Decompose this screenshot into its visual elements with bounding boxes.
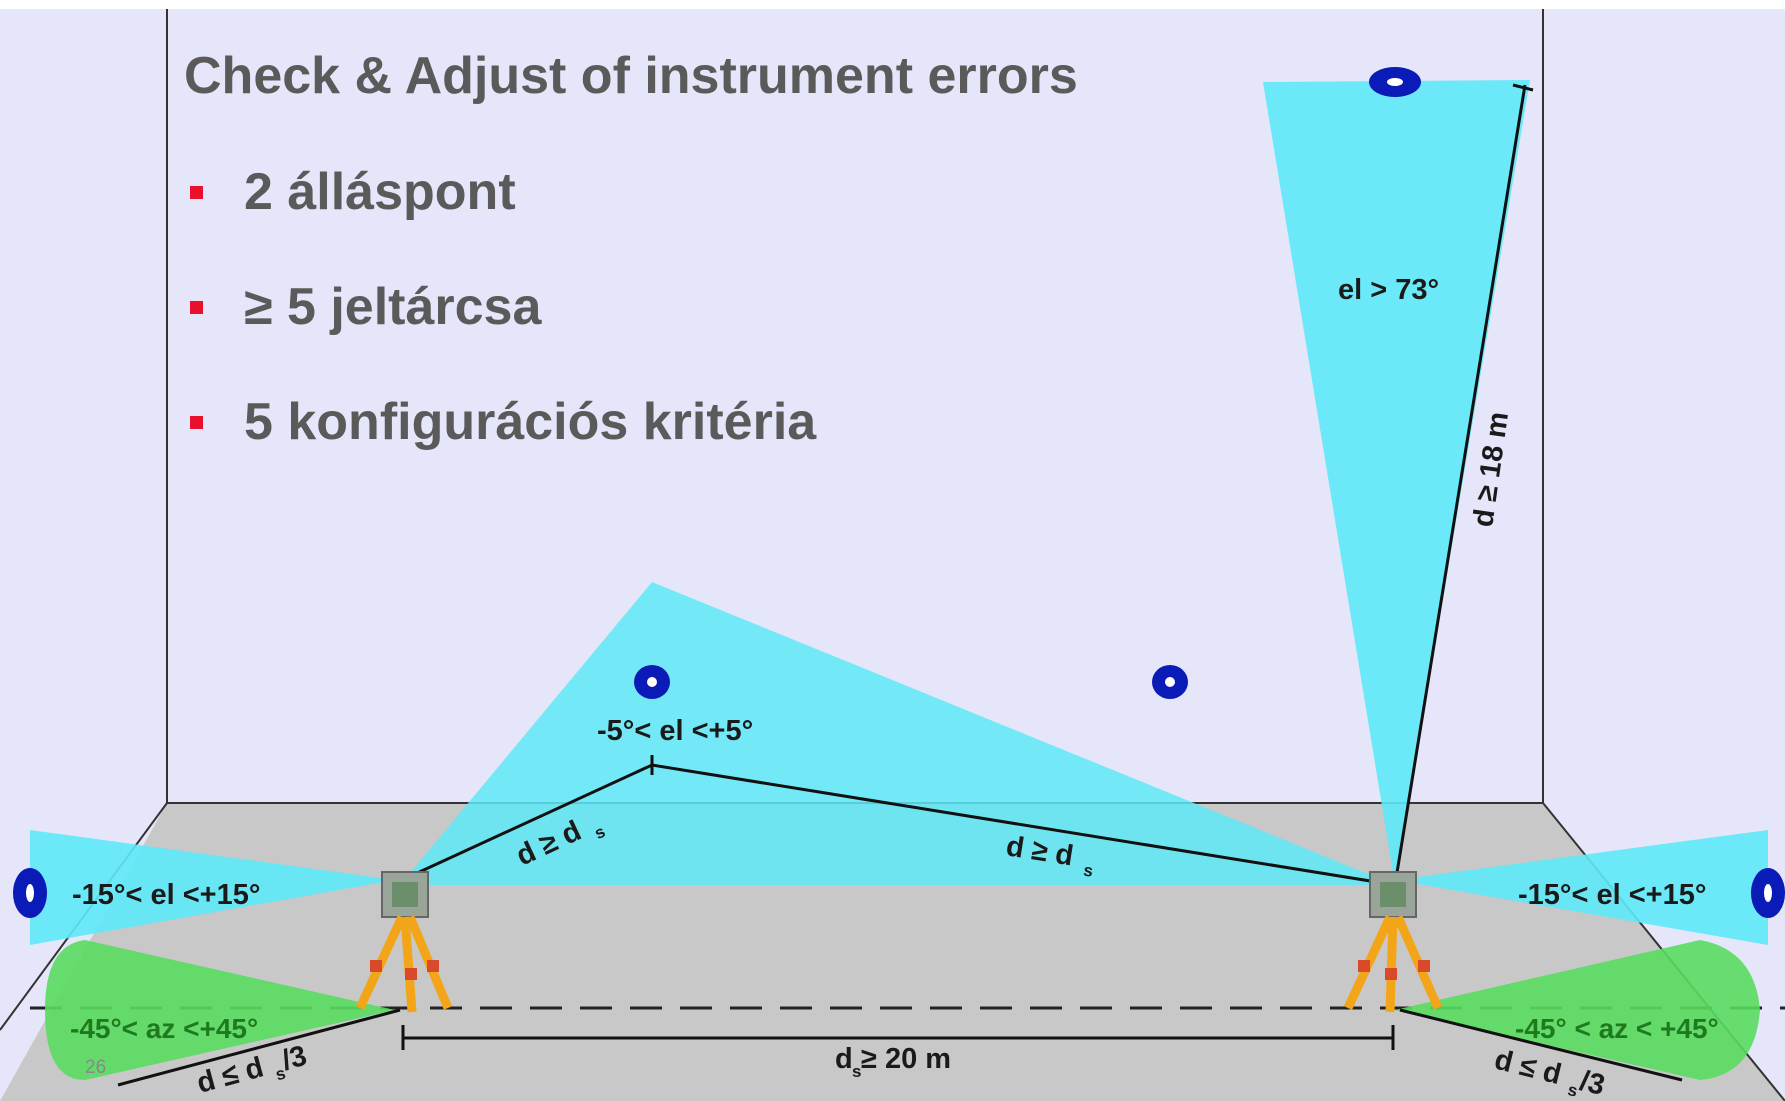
label-ds-min: d s ≥ 20 m (835, 1043, 951, 1081)
az-sector-right (1395, 940, 1760, 1080)
label-el-high: el > 73° (1338, 274, 1439, 306)
page-number: 26 (85, 1057, 107, 1078)
top-strip (0, 0, 1785, 9)
bullet-text: 5 konfigurációs kritéria (244, 393, 817, 451)
target-right-center (1764, 884, 1772, 902)
tripod-left-icon (355, 871, 453, 1013)
cone-side-left (30, 830, 395, 945)
line-ds3-left (117, 1008, 401, 1087)
bullet-marker (190, 416, 203, 429)
bullet-marker (190, 186, 203, 199)
cone-mid (400, 582, 1395, 885)
target-extra-center (1165, 677, 1175, 687)
label-el-side-left: -15°< el <+15° (72, 879, 260, 911)
label-el-mid: -5°< el <+5° (597, 715, 753, 747)
cone-high (1263, 80, 1530, 885)
label-ds-min-sub: s (852, 1062, 861, 1081)
label-d-ds-right-sub: s (1082, 861, 1094, 881)
bullet-text: ≥ 5 jeltárcsa (244, 278, 542, 336)
cone-side-right (1395, 830, 1768, 945)
target-high-center (1387, 78, 1403, 86)
label-el-side-right: -15°< el <+15° (1518, 879, 1706, 911)
az-sector-left (45, 940, 395, 1080)
tripod-right-icon (1343, 871, 1443, 1013)
bullet-marker (190, 301, 203, 314)
target-left-center (26, 884, 34, 902)
line-ds3-right (1399, 1008, 1683, 1082)
label-ds-min-d: d (835, 1043, 853, 1075)
slide-title: Check & Adjust of instrument errors (184, 47, 1078, 105)
tick-high (1512, 83, 1534, 92)
target-mid-center (647, 677, 657, 687)
label-az-right: -45° < az < +45° (1515, 1013, 1719, 1044)
line-to-high-target (1393, 84, 1527, 886)
label-ds3-right-sub: s (1566, 1080, 1580, 1101)
label-ds-min-rest: ≥ 20 m (861, 1043, 951, 1075)
label-az-left: -45°< az <+45° (70, 1013, 258, 1044)
bullet-text: 2 álláspont (244, 163, 516, 221)
